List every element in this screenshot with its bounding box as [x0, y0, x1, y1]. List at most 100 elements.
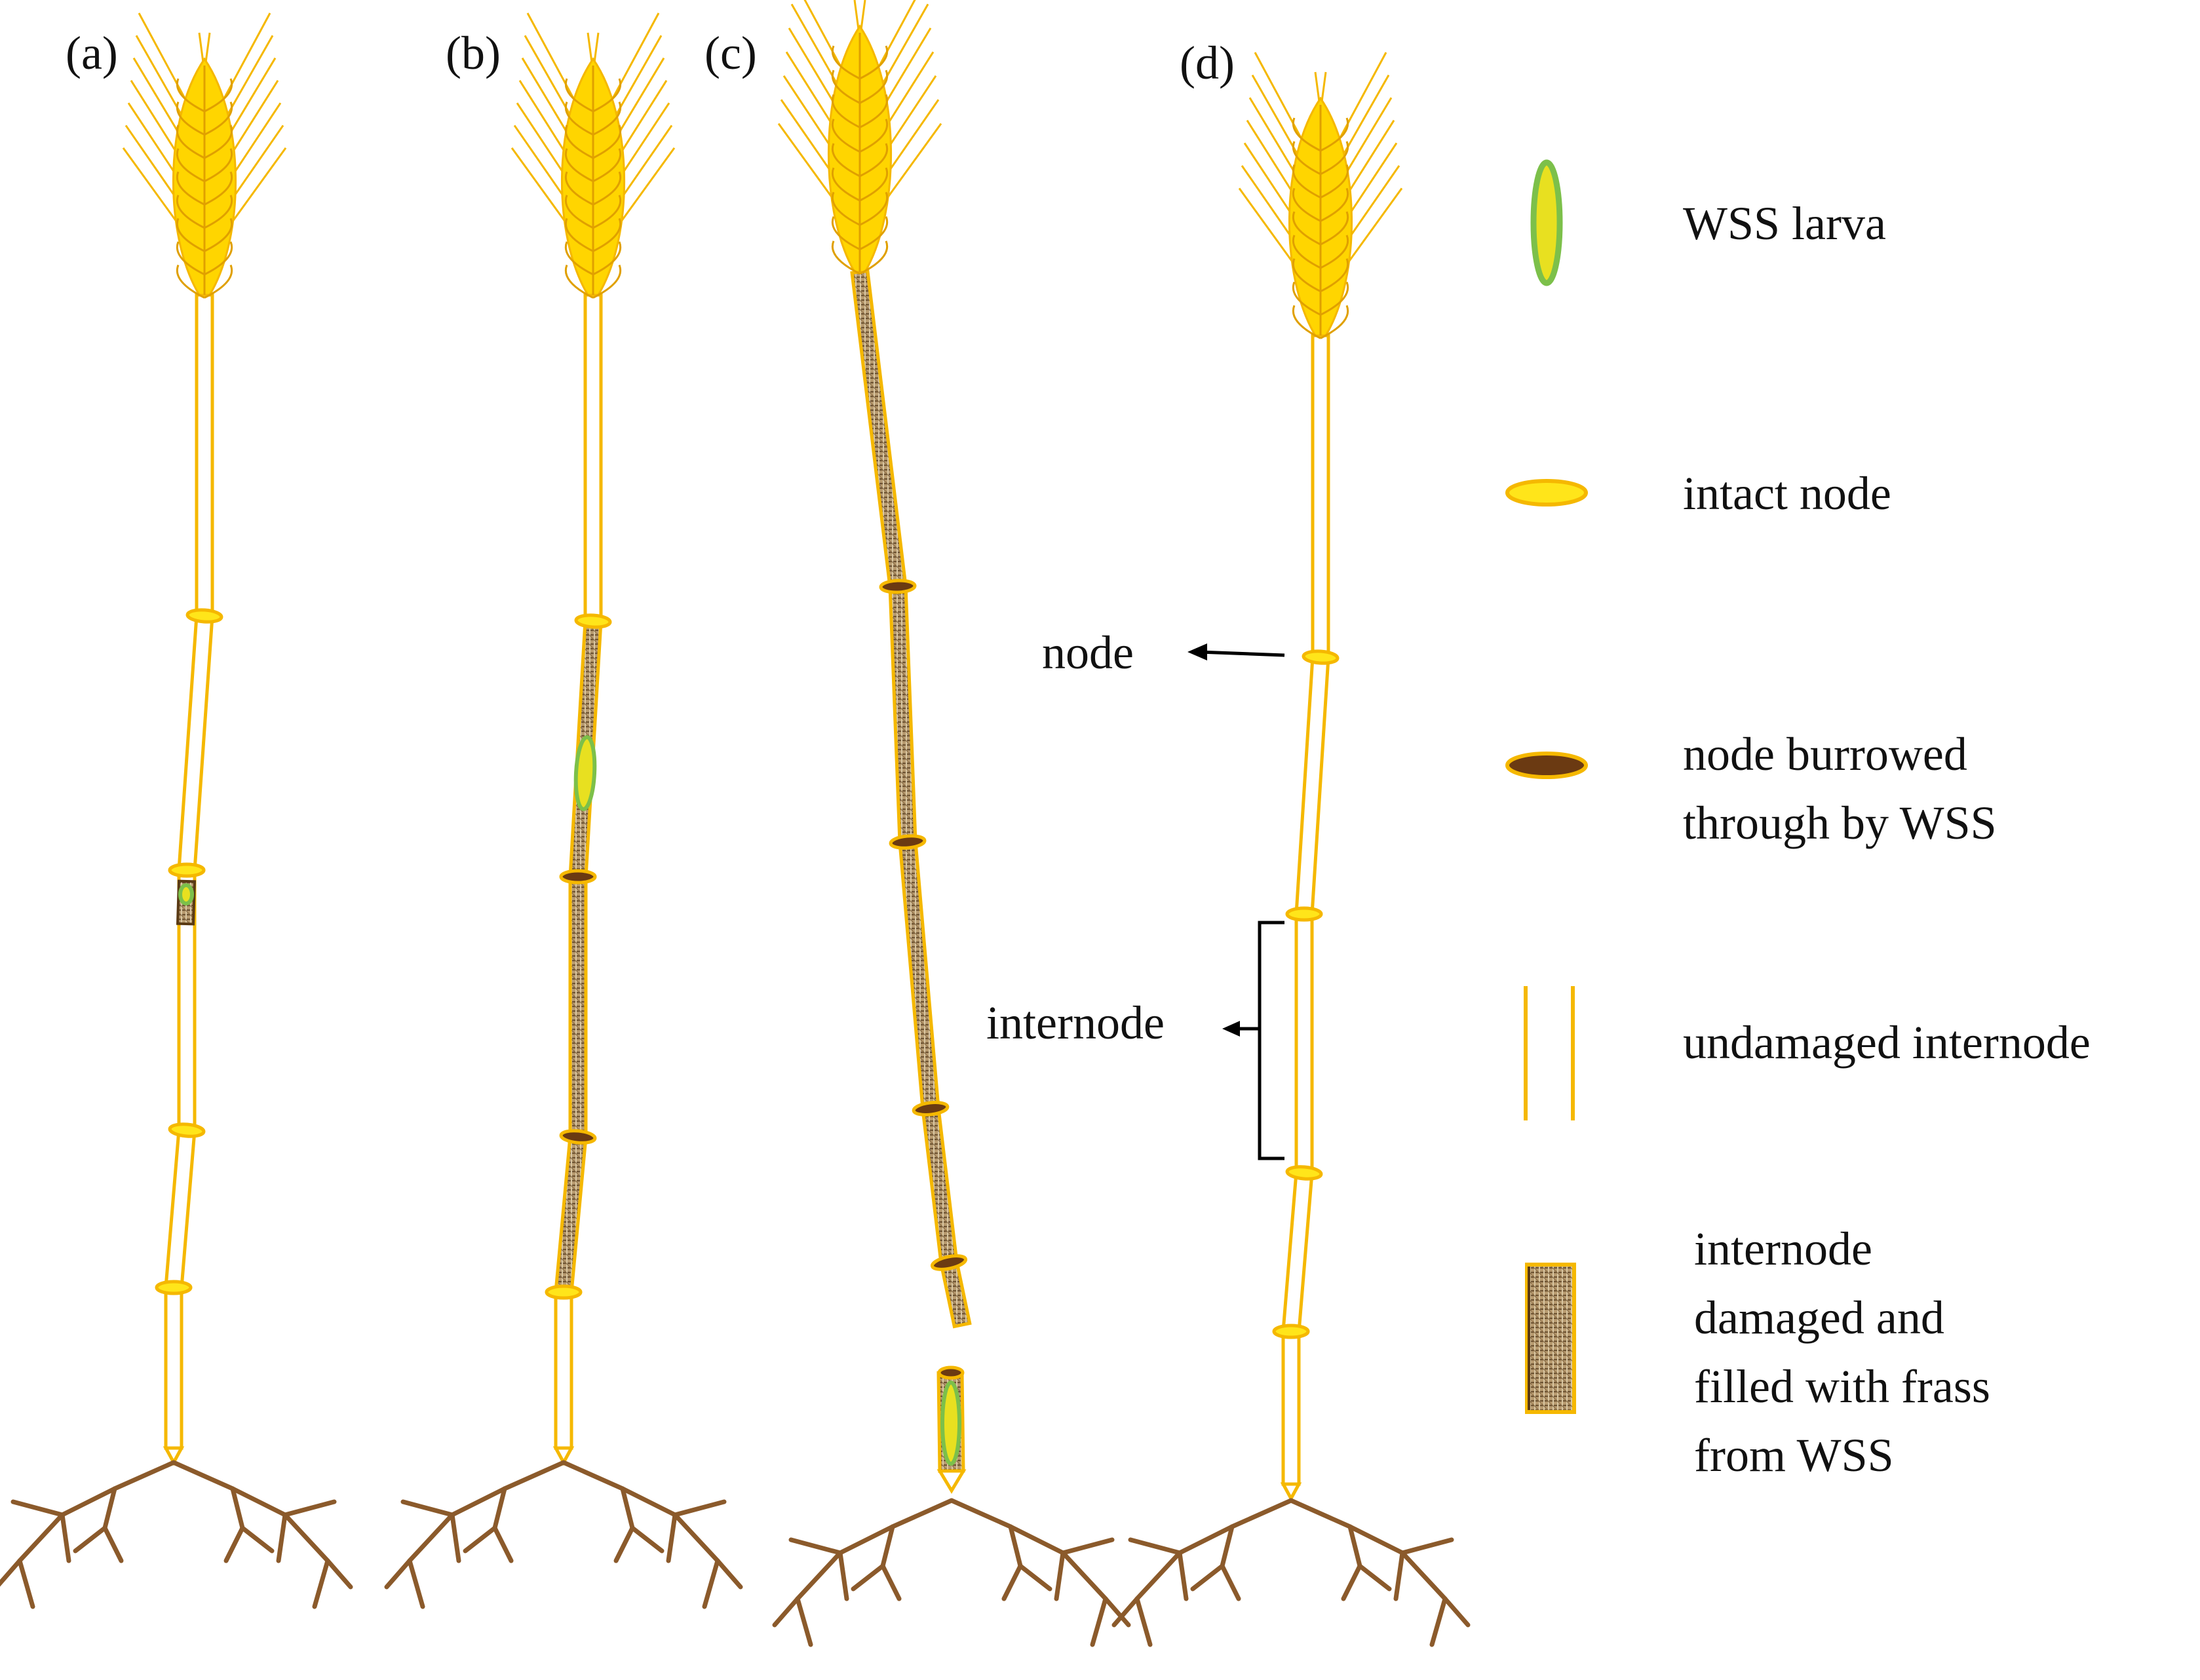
root: [450, 1486, 507, 1518]
spike-spikelets: [565, 66, 621, 299]
root: [17, 1512, 65, 1563]
panel-label-c: (c): [704, 27, 757, 79]
root: [613, 1525, 635, 1563]
wss-larva: [178, 883, 194, 906]
root: [502, 1460, 566, 1491]
spikelet: [176, 264, 205, 299]
legend-internode-damaged-label: internode damaged and filled with frass …: [1694, 1223, 2002, 1481]
legend-node-burrowed-line-1: node burrowed: [1683, 728, 1967, 780]
plant-c: [772, 0, 1131, 1647]
spikelet: [1320, 117, 1349, 152]
legend-wss-larva-line-1: WSS larva: [1683, 197, 1886, 250]
root: [282, 1512, 330, 1563]
internode-damaged: [554, 1134, 588, 1295]
root: [240, 1525, 275, 1554]
node-intact: [168, 1122, 206, 1138]
spikelet: [204, 195, 233, 229]
spikelet: [1292, 211, 1321, 246]
spikelet: [1320, 141, 1349, 176]
node-burrowed: [879, 579, 917, 594]
plant-a: [0, 12, 353, 1609]
root: [772, 1596, 800, 1628]
spikelet: [859, 167, 888, 202]
awn: [223, 147, 287, 234]
spikelet: [176, 78, 205, 113]
spikelet: [832, 191, 860, 226]
root: [1429, 1596, 1448, 1647]
spikelet: [859, 119, 888, 153]
root: [1220, 1524, 1235, 1569]
spikelet: [859, 94, 888, 128]
node-annotation: node: [1042, 626, 1285, 679]
root: [60, 1486, 117, 1518]
spikelet: [1320, 211, 1349, 246]
internode-damaged: [850, 269, 908, 590]
spikelet: [204, 124, 233, 159]
root: [492, 1525, 514, 1563]
node-burrowed: [912, 1101, 950, 1117]
root: [1288, 1498, 1353, 1529]
legend: WSS larva intact node node burrowed thro…: [1505, 159, 2091, 1481]
node-burrowed: [937, 1365, 965, 1380]
root: [1357, 1563, 1392, 1592]
spikelet: [592, 264, 621, 299]
spikelet: [859, 191, 888, 226]
root: [1347, 1524, 1405, 1556]
root: [1220, 1563, 1241, 1601]
spikelet: [592, 218, 621, 252]
spikelet: [832, 240, 860, 275]
node-intact: [155, 1280, 193, 1295]
internode-undamaged: [177, 613, 214, 873]
node-intact: [185, 608, 223, 624]
root: [715, 1558, 743, 1590]
root: [325, 1558, 353, 1590]
legend-item-intact-node: intact node: [1505, 467, 1891, 520]
awn: [511, 147, 575, 234]
panel-label-a: (a): [66, 27, 118, 79]
root: [1060, 1537, 1115, 1556]
wss-larva-icon: [1530, 159, 1563, 286]
spikelet: [1320, 164, 1349, 199]
internode-bracket: [1258, 921, 1284, 1160]
internode-undamaged: [583, 293, 603, 623]
spikelet: [859, 216, 888, 250]
root: [672, 1512, 720, 1563]
spikelet: [565, 171, 594, 206]
root: [450, 1512, 461, 1563]
spikelet: [1292, 281, 1321, 316]
legend-internode-damaged-line-1: internode: [1694, 1223, 1872, 1275]
root: [223, 1525, 245, 1563]
legend-item-internode-damaged: internode damaged and filled with frass …: [1525, 1223, 2002, 1481]
legend-intact-node-label: intact node: [1683, 467, 1891, 520]
spikelet: [592, 78, 621, 113]
internode-undamaged: [554, 1290, 573, 1450]
root: [838, 1524, 895, 1556]
root: [795, 1596, 813, 1647]
root: [1090, 1596, 1108, 1647]
burrowed-node-icon: [1505, 752, 1588, 779]
internode-damaged: [921, 1105, 959, 1266]
spikelet: [859, 240, 888, 275]
root: [788, 1537, 843, 1556]
spikelet: [832, 45, 860, 80]
root-system: [1111, 1498, 1471, 1647]
internode-annotation: internode: [986, 921, 1284, 1160]
spikelet: [859, 143, 888, 178]
wheat-spike: [1238, 52, 1403, 339]
internode-undamaged: [164, 1286, 183, 1450]
spikelet: [565, 264, 594, 299]
root: [276, 1512, 288, 1563]
root: [1177, 1524, 1235, 1556]
legend-undamaged-internode-line-1: undamaged internode: [1683, 1016, 2091, 1069]
spikelet: [204, 102, 233, 136]
awn: [878, 123, 942, 210]
damaged-internode-icon: [1525, 1263, 1576, 1414]
spikelet: [592, 241, 621, 276]
awn: [611, 147, 676, 234]
root: [795, 1550, 843, 1601]
stem-crown: [552, 1446, 575, 1466]
spikelet: [1320, 187, 1349, 222]
root: [1134, 1550, 1182, 1601]
root: [672, 1499, 727, 1518]
internode-undamaged: [195, 293, 214, 618]
